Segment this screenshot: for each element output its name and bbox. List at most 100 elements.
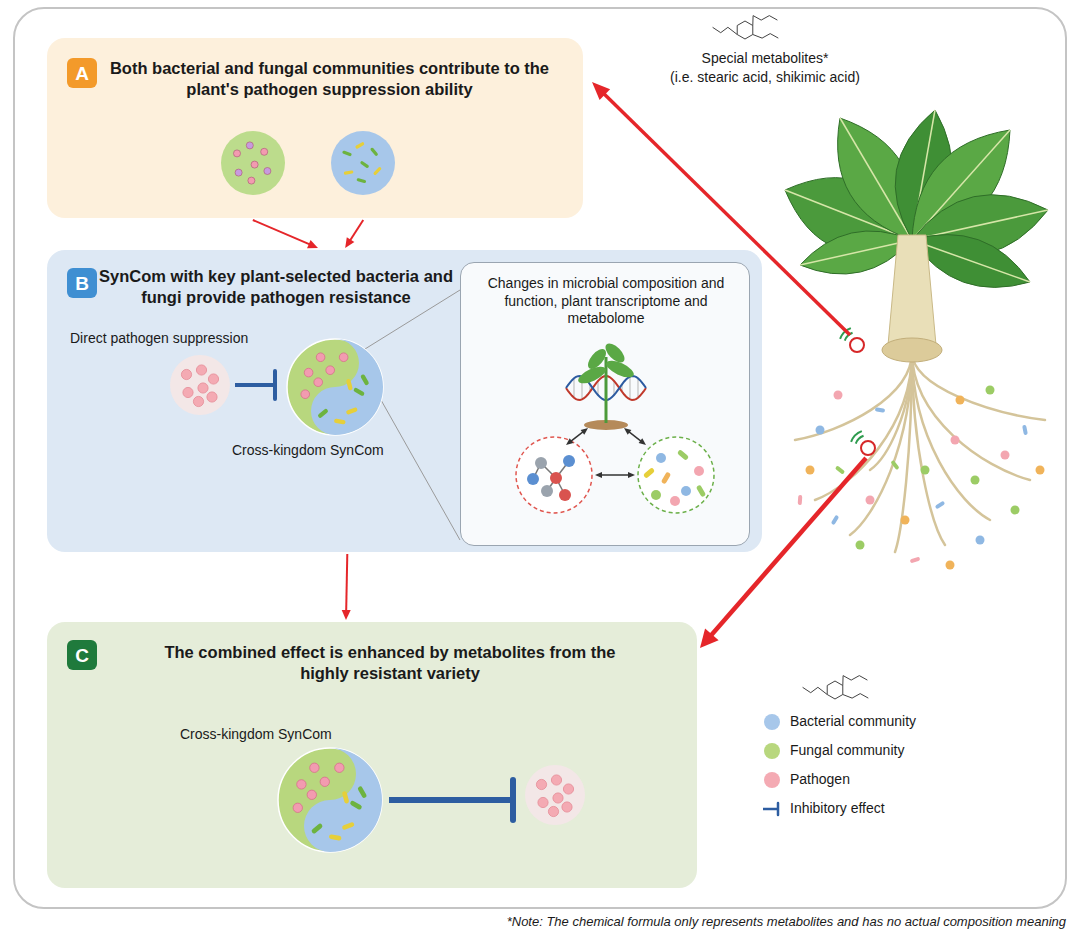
dna-rung [638,378,639,397]
plant-leaf [602,340,627,365]
panel-heading: SynCom with key plant-selected bacteria … [95,266,457,307]
bacterial-cell [360,161,370,169]
microbe [656,453,666,463]
arrow-head [700,629,719,648]
fungal-cell [248,177,255,184]
bacterial-cell [349,800,362,810]
inhibition-line [763,808,778,811]
microbe [661,472,671,485]
soil-microbe [816,426,825,435]
fungal-cell [314,378,323,387]
interaction-arrow [571,432,584,442]
soil-microbe [976,536,985,545]
fungal-cell [246,142,253,149]
arrow-head [345,237,354,248]
molecule-ring [827,681,843,699]
microbiome-circle [638,437,714,513]
panel-illustration [47,622,697,888]
inhibition-bar [273,371,277,399]
microbe [670,496,680,506]
inhibition-line [235,383,275,387]
molecule-atom [527,473,539,485]
yin-yang-bacterial-half [304,748,382,852]
bacterial-cell [346,378,353,390]
panel-heading: Changes in microbial composition and fun… [481,275,731,328]
fungal-cell [301,390,310,399]
soil-microbe [890,460,899,470]
annotation: Special metabolites* [702,50,829,68]
bacterial-community [331,131,395,195]
soil-microbe [951,436,960,445]
root-site-marker [861,441,875,455]
pathogen-cell [207,392,217,402]
panel-badge: C [67,640,97,670]
pathogen-cell [198,383,208,393]
microbe [643,467,655,479]
legend-text: Fungal community [790,742,1010,760]
panel-heading: The combined effect is enhanced by metab… [160,642,620,683]
fungal-cell [233,150,240,157]
molecule-chain [753,16,778,26]
molecule-chain [843,676,868,686]
bacterial-cell [356,178,366,184]
zoom-line [381,400,460,540]
bacterial-cell [357,786,367,799]
pathogen-cell [183,387,193,397]
legend-text: Pathogen [790,771,1010,789]
root-site-marker [850,338,864,352]
microbe [651,490,661,500]
soil-microbe [1011,506,1020,515]
dna-rung [614,381,615,395]
fungal-cell [235,169,242,176]
bacterial-cell [342,791,350,804]
microbe [696,485,706,498]
molecule-atom [550,472,562,484]
bacterial-cell [342,150,352,156]
soil-microbe [1022,425,1028,436]
soil-microbe [956,396,965,405]
fungal-cell [310,763,319,772]
bacterial-cell [334,418,346,424]
microbe [677,449,689,461]
pathogen-cell [551,775,561,785]
pathogen-cell [181,369,191,379]
molecule-chain [843,694,869,699]
soil-microbe [910,557,921,564]
illustration-label: Cross-kingdom SynCom [232,442,384,460]
soil-microbe [921,466,930,475]
detail-box: Changes in microbial composition and fun… [460,262,750,546]
fungal-cell [326,366,335,375]
flow-arrow [253,220,310,244]
arrow-head [639,438,646,445]
legend-swatch [764,772,780,788]
inhibition-line [389,797,513,803]
panel-heading: Both bacterial and fungal communities co… [102,58,557,99]
soil-microbe [866,496,875,505]
bacterial-cell [344,170,354,175]
connector-group [345,220,363,248]
interaction-arrow [601,474,629,476]
flow-arrow [346,554,347,611]
bacterial-cell [353,387,365,397]
fungal-cell [297,780,306,789]
pathogen-group [170,355,230,415]
illustration-label: Cross-kingdom SynCom [180,726,332,744]
finding-panel: ABoth bacterial and fungal communities c… [47,38,583,218]
panel-badge: A [67,58,97,88]
fungal-cell [251,161,258,168]
outer-frame [14,8,1066,908]
pathogen-cell [208,374,218,384]
molecule-atom [541,485,553,497]
bacterial-cell [346,407,358,415]
banana-root [912,352,1030,480]
fungal-community [221,131,285,195]
panel-badge: B [67,268,97,298]
legend-text: Inhibitory effect [790,800,1010,818]
banana-corm [882,338,942,362]
pathogen-cell [548,806,558,816]
banana-root [912,352,1045,420]
flow-arrow [350,220,363,240]
fungal-cell [316,353,325,362]
plant-leaf [585,346,610,372]
yin-yang-fungal-half [278,748,382,852]
